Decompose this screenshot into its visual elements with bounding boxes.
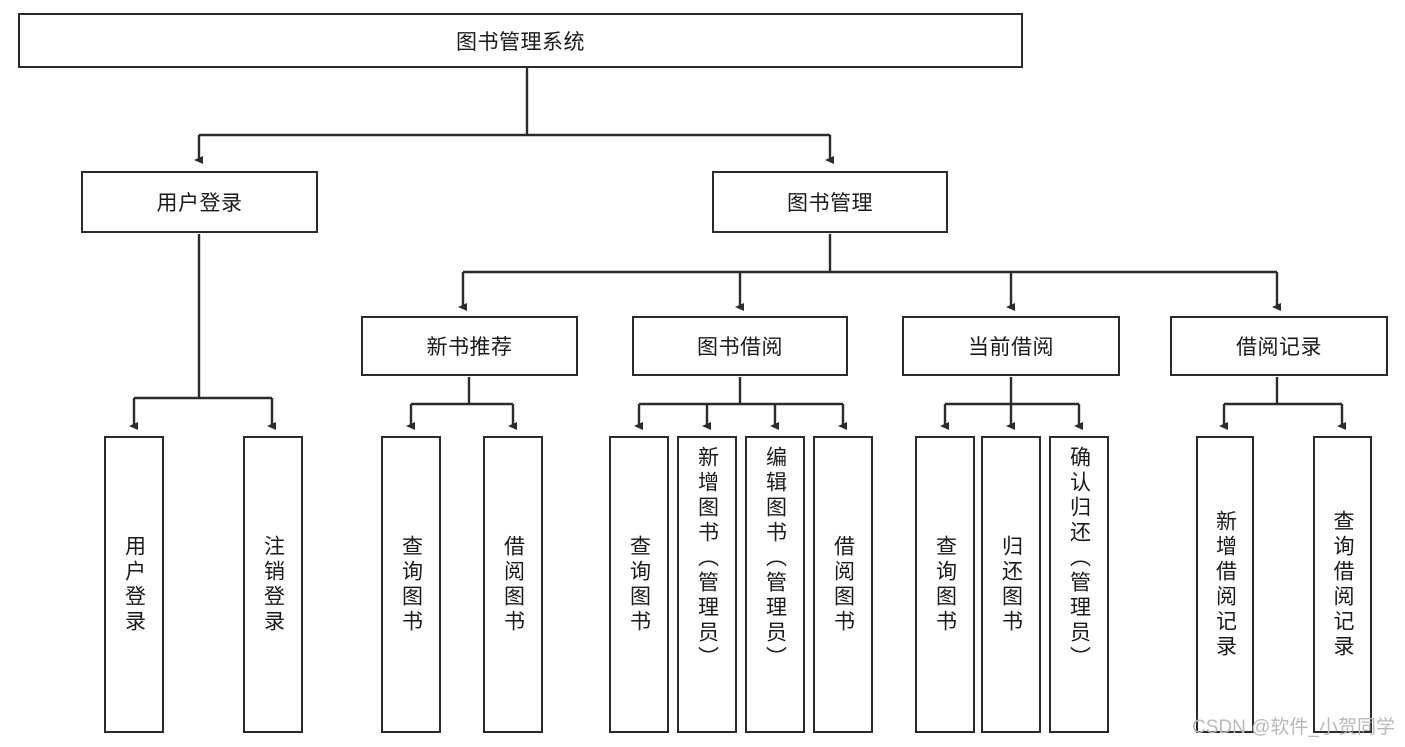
leaf-add-book-admin[interactable]: 新增图书（管理员） [677,436,737,733]
node-label: 编辑图书（管理员） [763,446,787,671]
leaf-query-book-recommend[interactable]: 查询图书 [381,436,441,733]
leaf-borrow-book[interactable]: 借阅图书 [813,436,873,733]
leaf-logout-login[interactable]: 注销登录 [243,436,303,733]
node-label: 查询图书 [627,534,651,635]
node-label: 用户登录 [156,192,243,215]
node-current-borrow[interactable]: 当前借阅 [902,316,1120,376]
node-label: 借阅记录 [1236,336,1322,359]
node-label: 图书管理系统 [456,30,585,54]
node-label: 确认归还（管理员） [1067,446,1091,671]
node-label: 借阅图书 [831,534,855,635]
node-root-book-management-system[interactable]: 图书管理系统 [18,13,1023,68]
node-label: 图书借阅 [697,336,783,359]
node-label: 图书管理 [787,192,873,215]
node-user-login[interactable]: 用户登录 [81,171,318,233]
node-borrow-record[interactable]: 借阅记录 [1170,316,1388,376]
leaf-query-borrow-record[interactable]: 查询借阅记录 [1313,436,1372,733]
leaf-edit-book-admin[interactable]: 编辑图书（管理员） [745,436,805,733]
node-new-book-recommend[interactable]: 新书推荐 [361,316,578,376]
leaf-add-borrow-record[interactable]: 新增借阅记录 [1196,436,1254,733]
node-book-borrow[interactable]: 图书借阅 [632,316,848,376]
node-label: 注销登录 [261,534,285,635]
leaf-return-book[interactable]: 归还图书 [981,436,1041,733]
leaf-query-book-borrow[interactable]: 查询图书 [609,436,669,733]
node-label: 借阅图书 [501,534,525,635]
node-label: 查询借阅记录 [1331,509,1354,660]
node-label: 用户登录 [122,534,146,635]
node-label: 查询图书 [399,534,423,635]
node-label: 查询图书 [933,534,957,635]
node-label: 新增借阅记录 [1213,509,1237,660]
leaf-query-book-current[interactable]: 查询图书 [915,436,975,733]
node-book-management[interactable]: 图书管理 [712,171,948,233]
leaf-user-login[interactable]: 用户登录 [104,436,164,733]
node-label: 归还图书 [999,534,1023,635]
node-label: 当前借阅 [968,336,1054,359]
node-label: 新增图书（管理员） [695,446,719,671]
leaf-borrow-book-recommend[interactable]: 借阅图书 [483,436,543,733]
node-label: 新书推荐 [426,336,513,359]
leaf-confirm-return-admin[interactable]: 确认归还（管理员） [1049,436,1109,733]
